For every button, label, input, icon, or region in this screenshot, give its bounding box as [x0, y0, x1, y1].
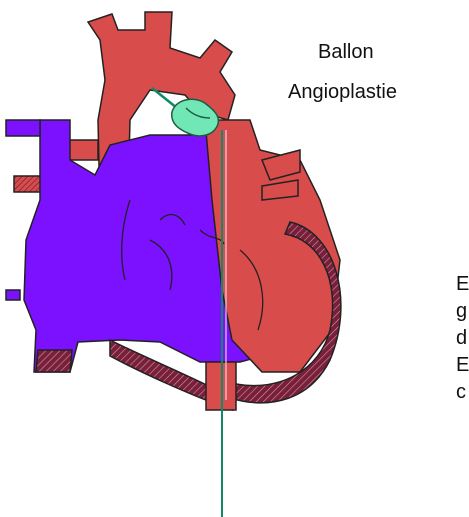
cropped-text-line: g [456, 298, 469, 325]
cropped-text-line: d [456, 325, 469, 352]
angioplastie-label: Angioplastie [288, 80, 397, 104]
cropped-text-line: E [456, 271, 469, 298]
cropped-text-block: E g d E c [456, 271, 469, 406]
cropped-text-line: c [456, 379, 469, 406]
ballon-label: Ballon [318, 40, 374, 64]
cropped-text-line: E [456, 352, 469, 379]
